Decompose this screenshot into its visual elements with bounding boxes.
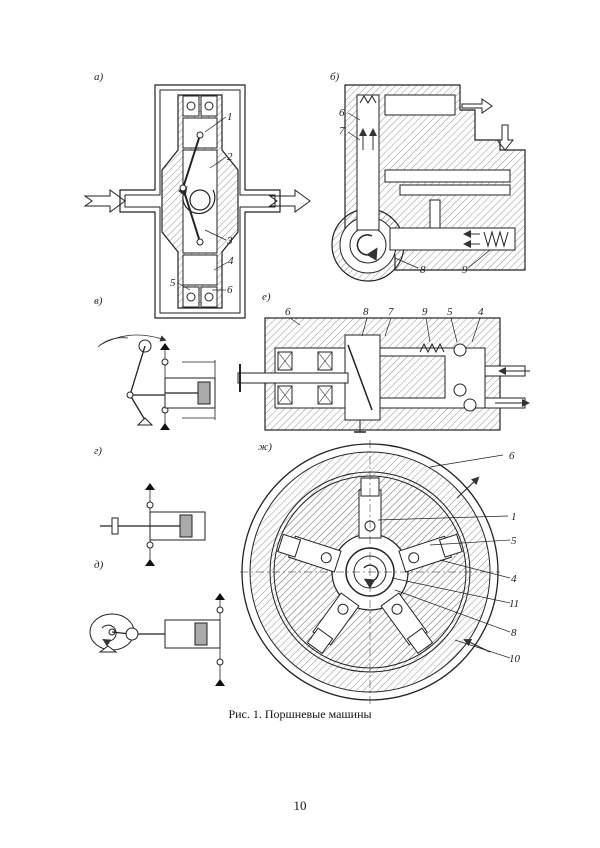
callout-e-5: 5 — [447, 306, 453, 318]
callout-a-2: 2 — [227, 151, 233, 163]
panel-g-drawing — [100, 483, 206, 566]
callout-b-7: 7 — [339, 125, 345, 137]
panel-e-label: е) — [262, 291, 271, 303]
panel-a-drawing — [83, 84, 311, 319]
zh-cylinders — [277, 477, 463, 655]
callout-e-7: 7 — [388, 306, 394, 318]
callout-b-6: 6 — [339, 107, 345, 119]
panel-zh-label: ж) — [258, 441, 272, 453]
callout-zh-10: 10 — [509, 653, 521, 665]
callout-b-8: 8 — [420, 264, 426, 276]
callout-zh-6: 6 — [509, 450, 515, 462]
callout-a-6: 6 — [227, 284, 233, 296]
callout-zh-4: 4 — [511, 573, 517, 585]
callout-b-9: 9 — [462, 264, 468, 276]
figure-caption: Рис. 1. Поршневые машины — [228, 707, 372, 721]
page-number: 10 — [293, 798, 307, 813]
callout-zh-11: 11 — [509, 598, 519, 610]
callout-e-8: 8 — [363, 306, 369, 318]
panel-zh-drawing — [240, 440, 511, 705]
callout-a-4: 4 — [228, 255, 234, 267]
callout-e-4: 4 — [478, 306, 484, 318]
panel-e-drawing — [237, 317, 530, 433]
panel-a-label: а) — [94, 71, 104, 83]
callout-a-1: 1 — [227, 111, 233, 123]
panel-v-label: в) — [94, 295, 103, 307]
panel-b-drawing — [331, 84, 526, 282]
panel-g-label: г) — [94, 445, 102, 457]
callout-zh-8: 8 — [511, 627, 517, 639]
panel-d-drawing — [89, 593, 225, 686]
panel-d-label: д) — [94, 559, 104, 571]
callout-e-9: 9 — [422, 306, 428, 318]
panel-v-drawing — [97, 334, 216, 430]
callout-a-5: 5 — [170, 277, 176, 289]
callout-a-3: 3 — [226, 235, 233, 247]
panel-b-label: б) — [330, 71, 340, 83]
callout-e-6: 6 — [285, 306, 291, 318]
callout-zh-1: 1 — [511, 511, 517, 523]
callout-zh-5: 5 — [511, 535, 517, 547]
